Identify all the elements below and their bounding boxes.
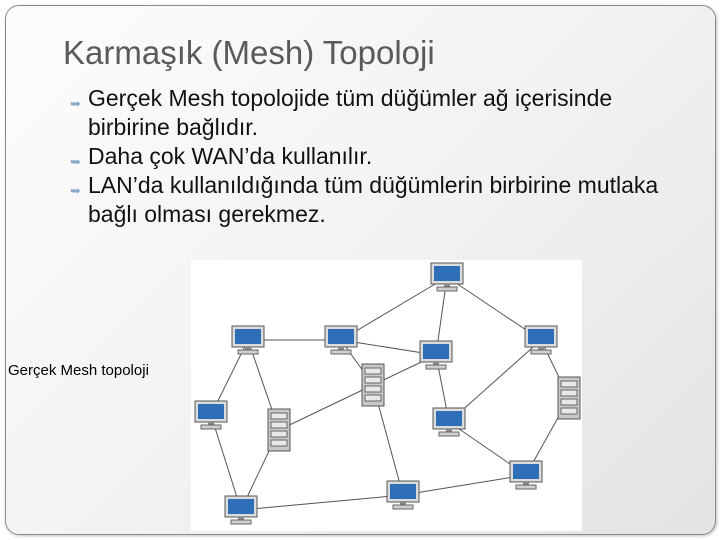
mesh-network-image [194, 262, 581, 525]
computer-icon [194, 400, 228, 430]
bullet-item: ➥ Daha çok WAN’da kullanılır. [68, 142, 688, 171]
slide-title: Karmaşık (Mesh) Topoloji [63, 34, 435, 71]
curved-arrow-bullet-icon: ➥ [70, 96, 81, 111]
bullet-item: ➥ Gerçek Mesh topolojide tüm düğümler ağ… [68, 84, 688, 142]
computer-icon [509, 460, 543, 490]
computer-icon [324, 325, 358, 355]
computer-icon [432, 407, 466, 437]
computer-icon [386, 480, 420, 510]
computer-icon [419, 340, 453, 370]
computer-icon [524, 325, 558, 355]
curved-arrow-bullet-icon: ➥ [70, 183, 81, 198]
server-icons [267, 363, 581, 452]
bullet-list: ➥ Gerçek Mesh topolojide tüm düğümler ağ… [68, 84, 688, 229]
bullet-item: ➥ LAN’da kullanıldığında tüm düğümlerin … [68, 171, 688, 229]
computer-icon [430, 262, 464, 292]
figure-caption: Gerçek Mesh topoloji [8, 362, 149, 379]
bullet-text: LAN’da kullanıldığında tüm düğümlerin bi… [88, 172, 659, 227]
bullet-text: Gerçek Mesh topolojide tüm düğümler ağ i… [88, 85, 613, 140]
computer-icon [231, 325, 265, 355]
bullet-text: Daha çok WAN’da kullanılır. [88, 143, 373, 169]
computer-icon [224, 495, 258, 525]
curved-arrow-bullet-icon: ➥ [70, 154, 81, 169]
computer-icons [194, 262, 558, 525]
slide: Karmaşık (Mesh) Topoloji ➥ Gerçek Mesh t… [5, 5, 716, 535]
server-icon [557, 376, 581, 420]
mesh-topology-diagram [191, 260, 582, 531]
server-icon [361, 363, 385, 407]
server-icon [267, 408, 291, 452]
